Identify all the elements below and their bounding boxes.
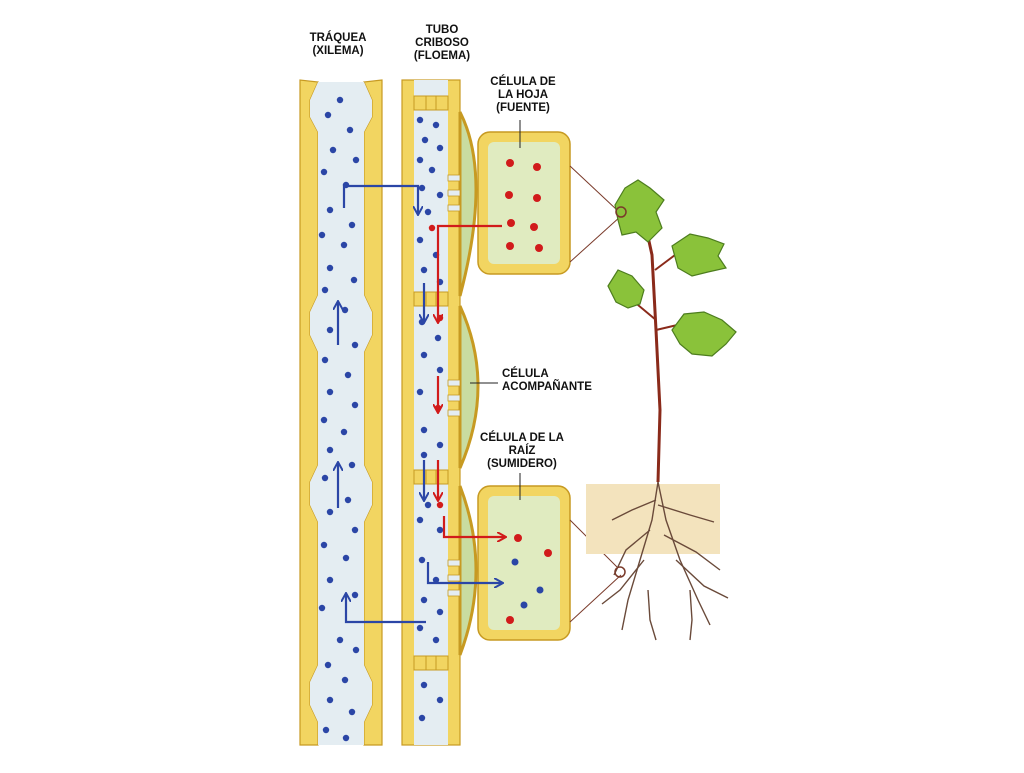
xylem-vessel [299, 79, 383, 746]
water-arrow [346, 594, 426, 624]
root-cell [477, 485, 571, 641]
leaf-cell [477, 131, 571, 275]
companion-cell [458, 111, 478, 297]
sieve-plate [413, 469, 449, 485]
water-flow-arrows [338, 184, 502, 624]
sieve-plate [413, 291, 449, 307]
xylem-wall [299, 79, 319, 746]
label-leaf-cell-line1: CÉLULA DE [490, 76, 556, 88]
label-leaf-cell: CÉLULA DE LA HOJA (FUENTE) [484, 76, 562, 115]
plasmodesmata [447, 174, 461, 597]
label-root-cell-line1: CÉLULA DE LA [480, 432, 564, 444]
xylem-lumen [310, 82, 372, 745]
roots [601, 481, 729, 641]
leaf [614, 179, 665, 243]
label-phloem-line3: (FLOEMA) [413, 50, 471, 62]
soil [586, 484, 720, 554]
sieve-plate [413, 655, 449, 671]
leaf [671, 311, 737, 357]
sugar-flow-arrows [438, 224, 505, 537]
sugar-arrow [442, 516, 505, 537]
sugar-arrow [438, 224, 502, 322]
label-root-cell-line3: (SUMIDERO) [487, 458, 557, 470]
label-leaf-cell-line3: (FUENTE) [496, 102, 550, 114]
zoom-connectors [569, 165, 622, 623]
label-root-cell-line2: RAÍZ [508, 445, 536, 457]
label-xylem-line1: TRÁQUEA [309, 32, 367, 44]
phloem-lumen [414, 80, 448, 745]
companion-cells [447, 111, 480, 656]
leaf [671, 233, 727, 277]
branch [654, 254, 676, 271]
sieve-plate [413, 95, 449, 111]
label-xylem-line2: (XILEMA) [312, 45, 364, 57]
label-leaf-cell-line2: LA HOJA [497, 89, 549, 101]
plant [586, 179, 737, 641]
root-zoom-marker [614, 566, 626, 578]
label-companion-cell-line1: CÉLULA [502, 368, 549, 380]
label-root-cell: CÉLULA DE LA RAÍZ (SUMIDERO) [478, 432, 566, 471]
label-phloem-line2: CRIBOSO [415, 37, 469, 49]
label-companion-cell: CÉLULA ACOMPAÑANTE [502, 368, 592, 394]
companion-cell [458, 485, 478, 656]
water-arrow [426, 562, 502, 583]
label-phloem-line1: TUBO [425, 24, 459, 36]
label-xylem: TRÁQUEA (XILEMA) [296, 32, 380, 58]
water-molecules [318, 96, 544, 742]
companion-cell [458, 305, 480, 469]
xylem-wall [363, 79, 383, 746]
label-companion-cell-line2: ACOMPAÑANTE [502, 381, 592, 393]
label-phloem: TUBO CRIBOSO (FLOEMA) [400, 24, 484, 63]
leaf [607, 269, 645, 309]
leaf-zoom-marker [615, 206, 627, 218]
water-arrow [342, 184, 418, 214]
leader-lines [470, 120, 521, 500]
